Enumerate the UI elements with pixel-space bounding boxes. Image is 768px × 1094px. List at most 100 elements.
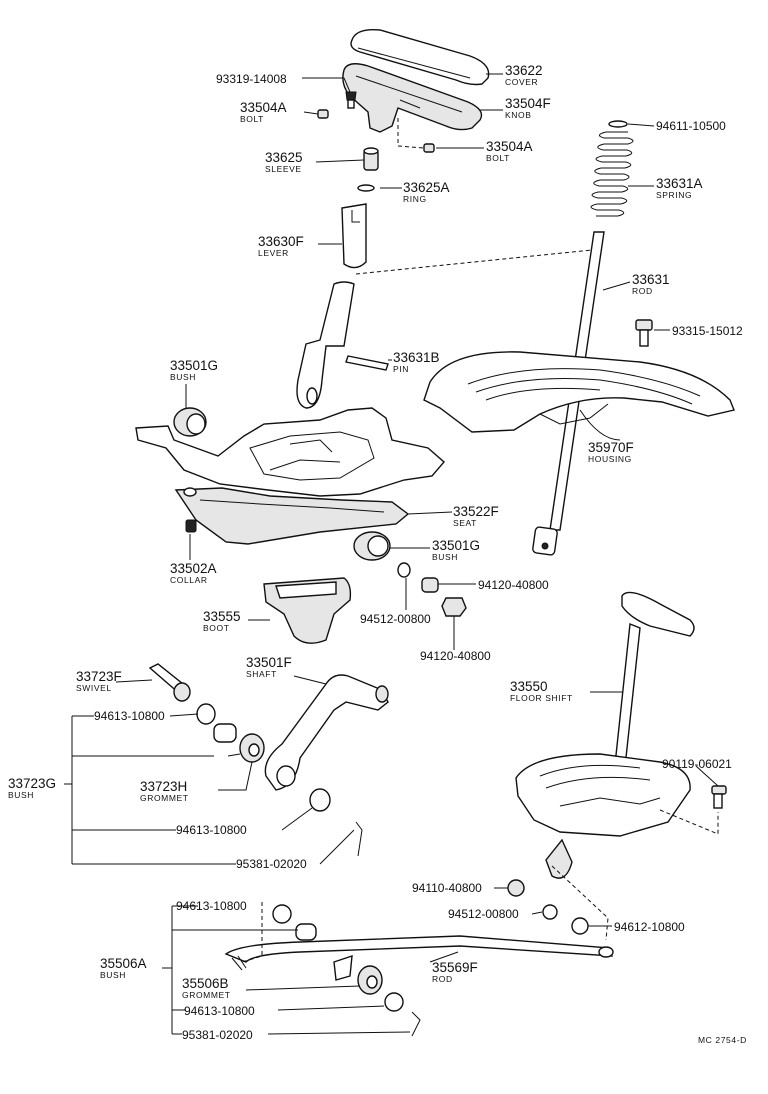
- bolt-93315[interactable]: [635, 319, 653, 347]
- pin-part[interactable]: [345, 355, 389, 371]
- label-33504A-right: 33504A BOLT: [486, 139, 533, 163]
- cover-part[interactable]: [350, 29, 490, 86]
- label-93319: 93319-14008: [216, 72, 287, 86]
- svg-text:33630F: 33630F: [258, 234, 304, 249]
- housing-part[interactable]: [423, 351, 735, 433]
- nut-94120-a[interactable]: [421, 577, 439, 593]
- svg-text:33631B: 33631B: [393, 350, 440, 365]
- label-33622: 33622 COVER: [505, 63, 543, 87]
- svg-text:33555: 33555: [203, 609, 241, 624]
- bush-bottom-part[interactable]: [353, 531, 391, 561]
- collar-part[interactable]: [185, 519, 197, 533]
- nut-94120-b[interactable]: [441, 597, 467, 617]
- svg-text:COLLAR: COLLAR: [170, 575, 208, 585]
- footer-reference: MC 2754-D: [698, 1035, 746, 1045]
- svg-text:33504A: 33504A: [240, 100, 287, 115]
- svg-text:94512-00800: 94512-00800: [360, 612, 431, 626]
- label-33630F: 33630F LEVER: [258, 234, 304, 258]
- label-95381-a: 95381-02020: [236, 857, 307, 871]
- svg-text:33501G: 33501G: [432, 538, 480, 553]
- washer-94512-b[interactable]: [542, 904, 558, 920]
- lever-lower-part[interactable]: [296, 281, 355, 409]
- svg-text:35506A: 35506A: [100, 956, 147, 971]
- svg-text:BOLT: BOLT: [240, 114, 264, 124]
- washer-94611[interactable]: [608, 120, 628, 128]
- label-94512-b: 94512-00800: [448, 907, 519, 921]
- shaft-part[interactable]: [264, 674, 389, 791]
- label-33723G: 33723G BUSH: [8, 776, 56, 800]
- boot-part[interactable]: [263, 577, 352, 644]
- svg-text:BUSH: BUSH: [432, 552, 458, 562]
- svg-text:KNOB: KNOB: [505, 110, 532, 120]
- svg-text:33522F: 33522F: [453, 504, 499, 519]
- label-33502A: 33502A COLLAR: [170, 561, 217, 585]
- label-94613-d: 94613-10800: [184, 1004, 255, 1018]
- svg-text:94613-10800: 94613-10800: [94, 709, 165, 723]
- svg-text:RING: RING: [403, 194, 427, 204]
- label-35970F: 35970F HOUSING: [588, 440, 634, 464]
- svg-text:SHAFT: SHAFT: [246, 669, 277, 679]
- label-33550: 33550 FLOOR SHIFT: [510, 679, 572, 703]
- svg-text:33723H: 33723H: [140, 779, 187, 794]
- screw-93319[interactable]: [345, 91, 357, 109]
- label-33625: 33625 SLEEVE: [265, 150, 303, 174]
- washer-94613-c[interactable]: [272, 904, 292, 924]
- label-93315: 93315-15012: [672, 324, 743, 338]
- svg-text:BOOT: BOOT: [203, 623, 230, 633]
- bush-35506A[interactable]: [295, 923, 317, 941]
- svg-text:35506B: 35506B: [182, 976, 229, 991]
- label-35506B: 35506B GROMMET: [182, 976, 230, 1000]
- bolt-left[interactable]: [317, 109, 329, 119]
- spring-part[interactable]: [590, 131, 634, 217]
- cotter-pin-b[interactable]: [411, 1011, 421, 1037]
- cotter-pin-a[interactable]: [355, 821, 363, 857]
- svg-text:SPRING: SPRING: [656, 190, 692, 200]
- washer-94613-b[interactable]: [309, 788, 331, 812]
- bush-top-part[interactable]: [173, 407, 207, 437]
- svg-text:33504A: 33504A: [486, 139, 533, 154]
- label-94613-a: 94613-10800: [94, 709, 165, 723]
- label-33504F: 33504F KNOB: [505, 96, 551, 120]
- svg-text:BUSH: BUSH: [8, 790, 34, 800]
- svg-text:33502A: 33502A: [170, 561, 217, 576]
- svg-text:COVER: COVER: [505, 77, 538, 87]
- sleeve-part[interactable]: [363, 147, 379, 171]
- label-94512-a: 94512-00800: [360, 612, 431, 626]
- svg-text:94120-40800: 94120-40800: [420, 649, 491, 663]
- label-33723H: 33723H GROMMET: [140, 779, 189, 803]
- label-33625A: 33625A RING: [403, 180, 450, 204]
- ring-part[interactable]: [357, 184, 375, 192]
- label-33631A: 33631A SPRING: [656, 176, 703, 200]
- label-94110: 94110-40800: [412, 881, 482, 895]
- svg-text:94120-40800: 94120-40800: [478, 578, 549, 592]
- lever-upper-part[interactable]: [341, 203, 367, 269]
- base-plate-part[interactable]: [135, 407, 445, 497]
- label-33501G-top: 33501G BUSH: [170, 358, 218, 382]
- svg-text:95381-02020: 95381-02020: [182, 1028, 253, 1042]
- grommet-35506B[interactable]: [333, 954, 383, 995]
- svg-text:90119-06021: 90119-06021: [662, 757, 732, 771]
- floor-shift-part[interactable]: [515, 591, 695, 879]
- washer-94613-a[interactable]: [196, 703, 216, 725]
- svg-text:ROD: ROD: [432, 974, 453, 984]
- label-33522F: 33522F SEAT: [453, 504, 499, 528]
- washer-94613-d[interactable]: [384, 992, 404, 1012]
- bush-33723G[interactable]: [213, 723, 237, 743]
- rod-bottom-part[interactable]: [224, 935, 614, 971]
- svg-text:94613-10800: 94613-10800: [184, 1004, 255, 1018]
- svg-text:94613-10800: 94613-10800: [176, 899, 247, 913]
- label-33501G-bottom: 33501G BUSH: [432, 538, 480, 562]
- grommet-33723H[interactable]: [239, 733, 265, 763]
- bolt-90119[interactable]: [711, 785, 727, 809]
- svg-text:94613-10800: 94613-10800: [176, 823, 247, 837]
- seat-part[interactable]: [174, 487, 410, 545]
- svg-text:33504F: 33504F: [505, 96, 551, 111]
- washer-94512-a[interactable]: [397, 562, 411, 578]
- bolt-right[interactable]: [423, 143, 435, 153]
- washer-94612[interactable]: [571, 917, 589, 935]
- swivel-part[interactable]: [148, 663, 191, 702]
- nut-94110[interactable]: [507, 879, 525, 897]
- svg-text:33501G: 33501G: [170, 358, 218, 373]
- svg-text:35569F: 35569F: [432, 960, 478, 975]
- svg-text:GROMMET: GROMMET: [140, 793, 189, 803]
